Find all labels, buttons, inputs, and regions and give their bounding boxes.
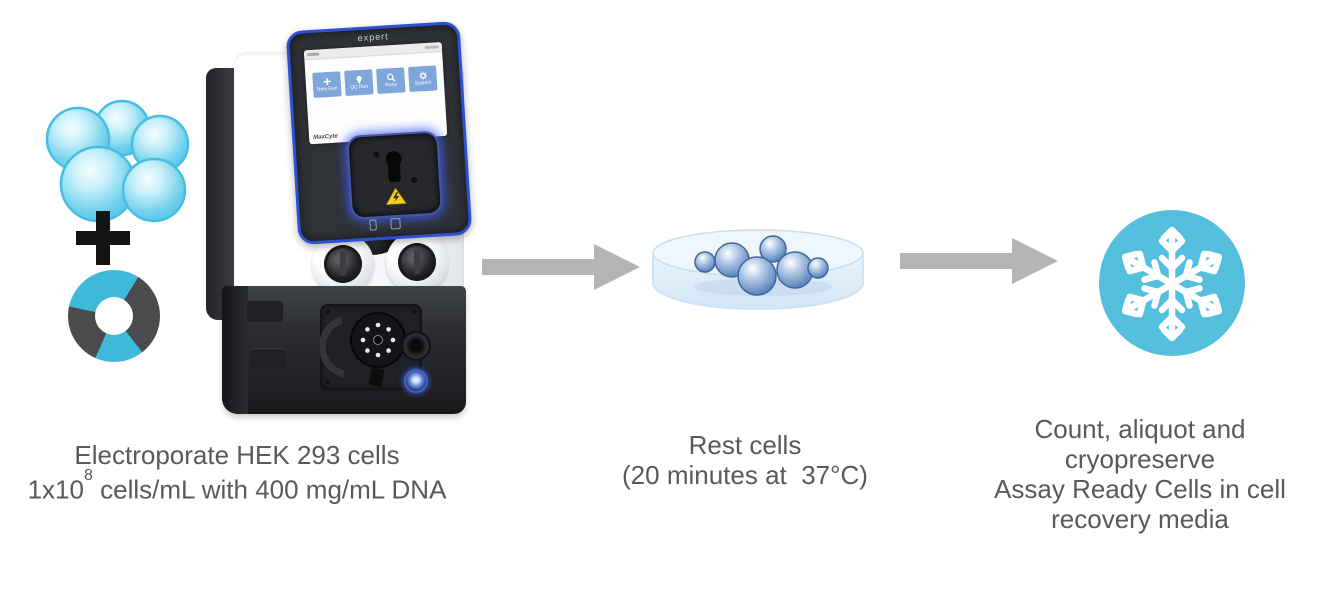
base-rail-tab (247, 300, 283, 322)
instrument-base (222, 286, 466, 414)
arrow-shaft (900, 253, 1014, 269)
new-run-button: New Run (312, 71, 342, 98)
screen-button-row: New Run QC Run Runs (305, 65, 444, 98)
titlebar-controls (424, 45, 439, 50)
power-led-button (404, 369, 428, 393)
gear-icon (418, 71, 427, 80)
arrow-head (594, 244, 640, 290)
search-icon (386, 73, 395, 82)
cassette-port (346, 130, 444, 220)
step1-caption: Electroporate HEK 293 cells 1x108 cells/… (17, 440, 457, 505)
base-rail-tab (250, 348, 286, 370)
step1-caption-line2: 1x108 cells/mL with 400 mg/mL DNA (27, 467, 447, 505)
left-connector-knob (324, 245, 362, 283)
touchscreen: New Run QC Run Runs (303, 42, 448, 145)
screen-button-label: QC Run (349, 83, 369, 91)
arrow-head (1012, 238, 1058, 284)
arrow-step1-to-step2 (482, 244, 640, 290)
system-button: System (408, 65, 438, 93)
tubing-port (401, 331, 431, 361)
arrow-shaft (482, 259, 596, 275)
qc-run-button: QC Run (344, 69, 374, 96)
runs-button: Runs (376, 67, 406, 95)
step3-caption-line2: Assay Ready Cells in cell recovery media (994, 474, 1286, 534)
screen-button-label: Runs (385, 81, 398, 89)
screen-button-label: System (414, 79, 432, 87)
cells-cluster-icon (45, 99, 190, 223)
cassette-port-graphic (373, 151, 417, 206)
pin-icon (356, 75, 362, 85)
step3-caption-line1: Count, aliquot and cryopreserve (1034, 414, 1246, 474)
lightning-bolt-icon (393, 191, 400, 203)
titlebar-mark (306, 52, 320, 57)
plus-icon (323, 78, 331, 86)
plus-icon (76, 211, 130, 265)
arrow-step2-to-step3 (900, 238, 1058, 284)
exponent: 8 (83, 467, 93, 484)
snowflake-cryopreserve-icon (1099, 210, 1245, 356)
door-indicator-icon (389, 217, 401, 230)
step2-caption-line1: Rest cells (688, 430, 802, 460)
step2-caption-line2: (20 minutes at 37°C) (622, 460, 868, 490)
electroporation-instrument: expert New Run (200, 20, 473, 422)
instrument-head: expert New Run (285, 20, 473, 246)
step1-caption-line1: Electroporate HEK 293 cells (74, 440, 400, 470)
screen-logo: MaxCyte (313, 133, 339, 142)
petri-dish-icon (652, 229, 864, 310)
cassette-indicator-icon (368, 219, 377, 231)
plasmid-dna-icon (68, 270, 160, 362)
step2-caption: Rest cells (20 minutes at 37°C) (585, 430, 905, 490)
right-connector-knob (398, 243, 436, 281)
step3-caption: Count, aliquot and cryopreserve Assay Re… (984, 414, 1296, 534)
screen-button-label: New Run (316, 85, 338, 93)
